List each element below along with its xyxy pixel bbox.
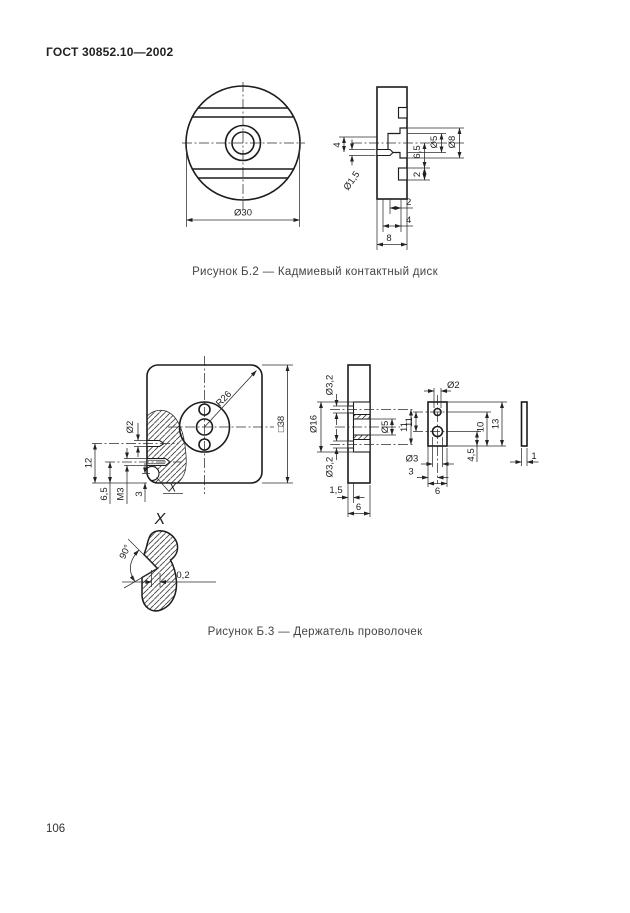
dim-label-10: 10 — [476, 422, 487, 433]
dim-label-6-5: 6,5 — [412, 145, 423, 158]
dim-label-diameter-8: Ø8 — [447, 136, 458, 149]
dim-label-square-38: □38 — [276, 416, 287, 432]
dim-label-11: 11 — [399, 422, 410, 432]
b3-side-view: 1 — [510, 401, 539, 466]
dim-label-diameter-5: Ø5 — [380, 421, 391, 434]
b3-plate-view: Ø2 11 10 13 4,5 Ø3 3 — [404, 380, 507, 497]
detail-x-title: X — [154, 511, 167, 528]
figure-b2-caption: Рисунок Б.2 — Кадмиевый контактный диск — [192, 266, 438, 278]
b2-disc-section-view: 4 Ø1,5 6,5 2 Ø5 Ø8 — [332, 86, 464, 250]
dim-label-width-6: 6 — [435, 486, 440, 497]
dim-label-width-6: 6 — [356, 502, 361, 513]
dim-label-diameter-16: Ø16 — [309, 415, 320, 433]
dim-label-11: 11 — [404, 417, 415, 427]
dim-label-thickness-1: 1 — [531, 451, 536, 462]
figure-b3-caption: Рисунок Б.3 — Держатель проволочек — [207, 626, 423, 638]
dim-label-angle-90: 90° — [117, 543, 133, 561]
dim-label-4: 4 — [332, 142, 343, 147]
dim-label-m3-thread: M3 — [116, 487, 127, 500]
b2-disc-front-view: Ø30 — [182, 82, 305, 227]
dim-label-diameter-2: Ø2 — [447, 380, 460, 391]
dim-label-diameter-5: Ø5 — [429, 136, 440, 149]
dim-label-diameter-1-5: Ø1,5 — [342, 169, 363, 192]
dim-label-width-8: 8 — [386, 233, 391, 244]
page-number: 106 — [46, 823, 66, 835]
standard-number-header: ГОСТ 30852.10—2002 — [46, 45, 174, 59]
dim-label-0-2: 0,2 — [176, 570, 189, 581]
dim-label-width-4: 4 — [406, 215, 411, 226]
dim-label-1-5: 1,5 — [329, 485, 342, 496]
dim-label-3: 3 — [134, 491, 145, 496]
dim-label-diameter-3-2-bottom: Ø3,2 — [325, 457, 336, 478]
detail-x-reference-label: X — [168, 483, 178, 495]
b3-holder-section-view: Ø3,2 Ø16 Ø3,2 Ø5 11 1,5 — [309, 364, 415, 517]
dim-label-6-5: 6,5 — [99, 487, 110, 500]
dim-label-notch-2: 2 — [412, 172, 423, 177]
dim-label-width-2: 2 — [406, 197, 411, 208]
b3-detail-x-view: X 90° 0,2 — [117, 511, 216, 612]
dim-label-diameter-3-2-top: Ø3,2 — [325, 375, 336, 396]
dim-label-diameter-3: Ø3 — [406, 454, 419, 465]
dim-label-4-5: 4,5 — [466, 448, 477, 461]
dim-label-13: 13 — [491, 419, 502, 430]
dim-label-diameter-30: Ø30 — [234, 208, 252, 219]
b3-holder-front-view: R26 □38 Ø2 12 6,5 — [84, 356, 293, 504]
dim-label-diameter-2: Ø2 — [125, 421, 136, 434]
dim-label-offset-3: 3 — [408, 467, 413, 478]
dim-label-12: 12 — [84, 458, 95, 469]
